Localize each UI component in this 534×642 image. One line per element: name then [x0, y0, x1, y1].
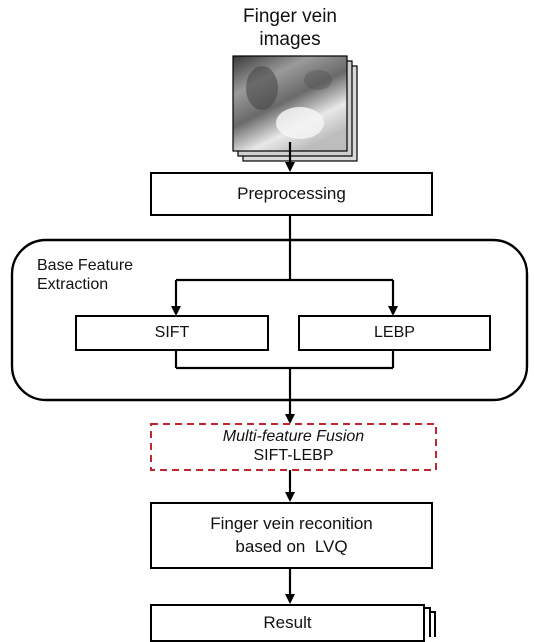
recognition-label-line2: based on LVQ — [235, 536, 348, 556]
vein-texture-2 — [276, 107, 324, 139]
base-feature-extraction-group — [10, 238, 529, 402]
group-label-line2: Extraction — [37, 276, 109, 294]
input-title: Finger vein images — [190, 6, 390, 52]
vein-texture — [246, 66, 278, 110]
fusion-box-border — [150, 423, 437, 471]
preprocessing-box: Preprocessing — [150, 172, 433, 216]
lebp-label: LEBP — [374, 324, 415, 341]
recognition-label-line1: Finger vein reconition — [210, 514, 373, 534]
recognition-box: Finger vein reconition based on LVQ — [150, 502, 433, 569]
vein-texture-3 — [304, 70, 332, 90]
connectors — [171, 142, 398, 604]
input-title-line2: images — [259, 28, 321, 50]
fusion-label-line1: Multi-feature Fusion — [222, 428, 365, 445]
preprocessing-label: Preprocessing — [237, 184, 346, 203]
group-label-line1: Base Feature — [37, 257, 134, 274]
result-box: Result — [150, 604, 425, 642]
sift-label: SIFT — [154, 324, 190, 341]
input-title-line1: Finger vein — [243, 6, 337, 27]
finger-vein-image-stack — [232, 55, 358, 162]
sift-box: SIFT — [75, 315, 269, 351]
base-feature-extraction-label: Base Feature Extraction — [37, 256, 197, 294]
lebp-box: LEBP — [298, 315, 491, 351]
result-label: Result — [263, 613, 312, 632]
fusion-label-line2: SIFT-LEBP — [253, 447, 334, 465]
fusion-box: Multi-feature Fusion SIFT-LEBP — [151, 427, 436, 465]
